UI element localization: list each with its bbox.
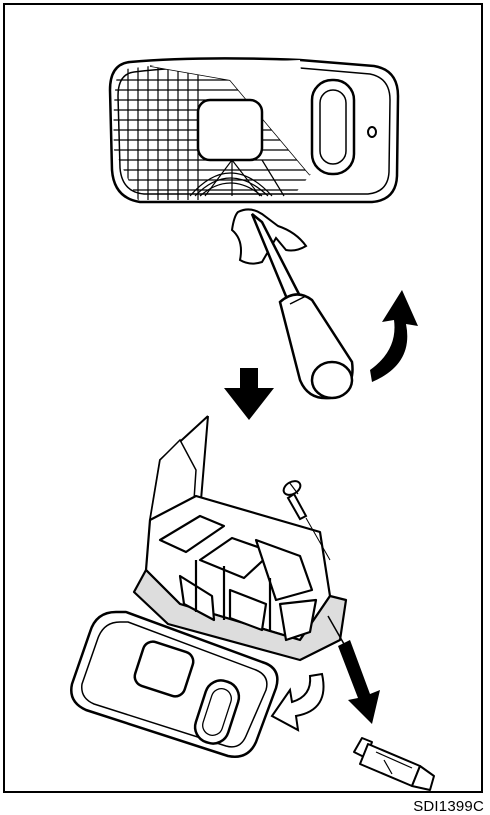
figure-code: SDI1399C: [413, 798, 484, 815]
pry-direction-arrow: [370, 290, 418, 382]
step-down-arrow: [224, 368, 274, 420]
lens-screw-hole: [368, 127, 376, 137]
bulb-removal-arrow: [338, 640, 380, 724]
screw: [281, 478, 306, 519]
festoon-bulb: [354, 738, 434, 790]
lens-center-window: [198, 100, 262, 160]
flip-direction-arrow: [272, 674, 324, 730]
lens-switch-window: [312, 80, 354, 174]
